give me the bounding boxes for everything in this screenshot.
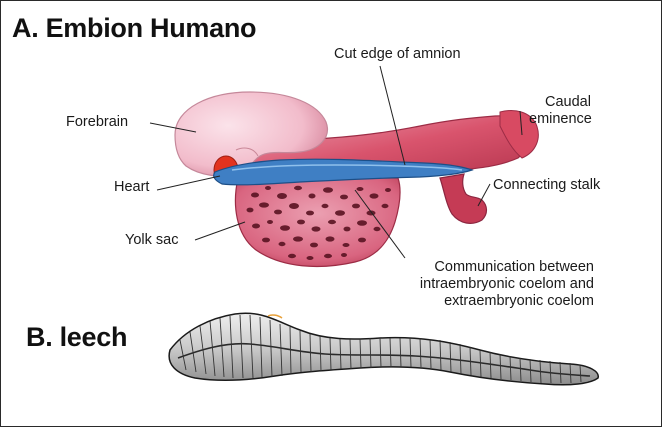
label-forebrain: Forebrain [66, 114, 128, 130]
label-communication-2: intraembryonic coelom and [420, 276, 594, 292]
label-communication-1: Communication between [434, 259, 594, 275]
label-heart: Heart [114, 179, 149, 195]
leech-body [169, 313, 598, 385]
connecting-stalk-shape [440, 174, 487, 223]
leader-yolk-sac [195, 222, 245, 240]
label-communication-3: extraembryonic coelom [444, 293, 594, 309]
label-caudal-2: eminence [529, 111, 592, 127]
leech-illustration [169, 313, 598, 385]
label-yolk-sac: Yolk sac [125, 232, 178, 248]
label-connecting-stalk: Connecting stalk [493, 177, 600, 193]
leader-heart [157, 176, 220, 190]
label-caudal-1: Caudal [545, 94, 591, 110]
yolk-sac-shape [235, 178, 400, 266]
label-cut-edge: Cut edge of amnion [334, 46, 461, 62]
